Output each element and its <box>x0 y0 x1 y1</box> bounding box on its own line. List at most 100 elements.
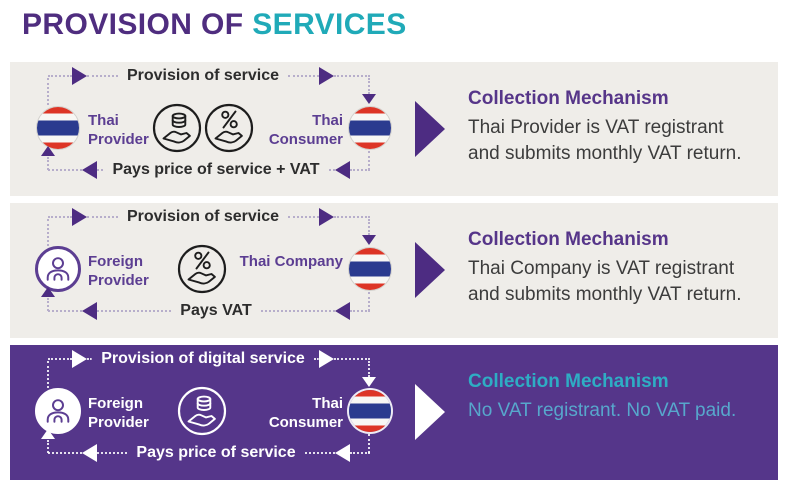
mechanism-block: Collection Mechanism Thai Provider is VA… <box>468 88 770 167</box>
dotted-line <box>48 75 72 77</box>
arrow-right-icon <box>319 67 334 85</box>
arrow-right-icon <box>72 67 87 85</box>
arrow-left-icon <box>82 161 97 179</box>
coins-in-hand-icon <box>152 103 202 153</box>
dotted-line <box>260 310 335 312</box>
bottom-flow-label: Pays price of service <box>136 444 296 461</box>
mechanism-body: Thai Provider is VAT registrant and subm… <box>468 115 770 167</box>
arrow-left-icon <box>82 444 97 462</box>
dotted-line <box>87 75 118 77</box>
coins-in-hand-icon <box>177 386 227 436</box>
person-icon <box>35 388 81 434</box>
top-flow: Provision of service <box>48 208 370 226</box>
dotted-line <box>368 219 370 235</box>
percent-in-hand-icon <box>204 103 254 153</box>
dotted-line <box>288 216 319 218</box>
dotted-line <box>288 75 319 77</box>
arrow-up-icon <box>41 146 55 156</box>
arrow-down-icon <box>362 235 376 245</box>
mechanism-heading: Collection Mechanism <box>468 229 669 250</box>
big-arrow-icon <box>415 101 445 157</box>
dotted-line <box>47 361 49 388</box>
mechanism-body: No VAT registrant. No VAT paid. <box>468 398 770 424</box>
dotted-line <box>368 151 370 170</box>
top-flow-label: Provision of digital service <box>101 350 305 367</box>
arrow-up-icon <box>41 287 55 297</box>
top-flow: Provision of digital service <box>48 350 370 368</box>
dotted-line <box>334 216 370 218</box>
arrow-down-icon <box>362 94 376 104</box>
mechanism-heading: Collection Mechanism <box>468 88 669 109</box>
big-arrow-icon <box>415 384 445 440</box>
arrow-right-icon <box>72 208 87 226</box>
thai-flag-icon <box>349 248 391 290</box>
dotted-line <box>47 298 49 311</box>
person-icon <box>35 246 81 292</box>
mechanism-line: Thai Company is VAT registrant <box>468 258 735 279</box>
thai-flag-icon <box>37 107 79 149</box>
arrow-down-icon <box>362 377 376 387</box>
right-actor-label: Thai Consumer <box>268 395 343 431</box>
dotted-line <box>47 78 49 105</box>
left-actor-label: Foreign Provider <box>88 253 149 289</box>
dotted-line <box>97 452 128 454</box>
dotted-line <box>350 310 370 312</box>
dotted-line <box>368 78 370 94</box>
dotted-line <box>334 358 370 360</box>
bottom-flow-label: Pays price of service + VAT <box>112 161 320 178</box>
top-flow-label: Provision of service <box>126 208 280 225</box>
big-arrow-icon <box>415 242 445 298</box>
dotted-line <box>48 169 82 171</box>
dotted-line <box>328 169 336 171</box>
title-prefix: PROVISION OF <box>22 8 244 41</box>
bottom-flow: Pays VAT <box>48 302 370 320</box>
dotted-line <box>48 452 82 454</box>
dotted-line <box>48 358 72 360</box>
dotted-line <box>97 169 104 171</box>
mechanism-block: Collection Mechanism Thai Company is VAT… <box>468 229 770 308</box>
title-highlight: SERVICES <box>252 8 407 41</box>
mechanism-line: and submits monthly VAT return. <box>468 143 742 164</box>
arrow-left-icon <box>335 302 350 320</box>
dotted-line <box>48 310 82 312</box>
right-actor-label: Thai Consumer <box>268 112 343 148</box>
panel-thai-provider-to-thai-consumer: Provision of service Thai Provider Thai … <box>10 62 778 196</box>
arrow-right-icon <box>319 208 334 226</box>
bottom-flow: Pays price of service <box>48 444 370 462</box>
dotted-line <box>48 216 72 218</box>
mechanism-block: Collection Mechanism No VAT registrant. … <box>468 371 770 424</box>
dotted-line <box>368 292 370 311</box>
arrow-left-icon <box>335 161 351 179</box>
dotted-line <box>47 440 49 453</box>
mechanism-line: and submits monthly VAT return. <box>468 284 742 305</box>
dotted-line <box>368 361 370 377</box>
arrow-up-icon <box>41 429 55 439</box>
arrow-right-icon <box>319 350 334 368</box>
mechanism-heading: Collection Mechanism <box>468 371 669 392</box>
bottom-flow-label: Pays VAT <box>180 302 252 319</box>
dotted-line <box>334 75 370 77</box>
thai-flag-icon <box>349 107 391 149</box>
left-actor-label: Foreign Provider <box>88 395 149 431</box>
mechanism-line: No VAT registrant. No VAT paid. <box>468 400 737 421</box>
panel-foreign-provider-to-thai-consumer: Provision of digital service Foreign Pro… <box>10 345 778 480</box>
dotted-line <box>313 358 319 360</box>
arrow-left-icon <box>335 444 350 462</box>
top-flow: Provision of service <box>48 67 370 85</box>
dotted-line <box>47 157 49 170</box>
dotted-line <box>87 216 118 218</box>
page-title: PROVISION OF SERVICES <box>22 8 407 42</box>
dotted-line <box>97 310 172 312</box>
mechanism-body: Thai Company is VAT registrant and submi… <box>468 256 770 308</box>
panel-foreign-provider-to-thai-company: Provision of service Foreign Provider Th… <box>10 203 778 338</box>
top-flow-label: Provision of service <box>126 67 280 84</box>
bottom-flow: Pays price of service + VAT <box>48 161 371 179</box>
dotted-line <box>350 169 371 171</box>
dotted-line <box>87 358 93 360</box>
thai-flag-icon <box>349 390 391 432</box>
left-actor-label: Thai Provider <box>88 112 149 148</box>
mechanism-line: Thai Provider is VAT registrant <box>468 117 724 138</box>
arrow-right-icon <box>72 350 87 368</box>
right-actor-label: Thai Company <box>239 253 343 270</box>
